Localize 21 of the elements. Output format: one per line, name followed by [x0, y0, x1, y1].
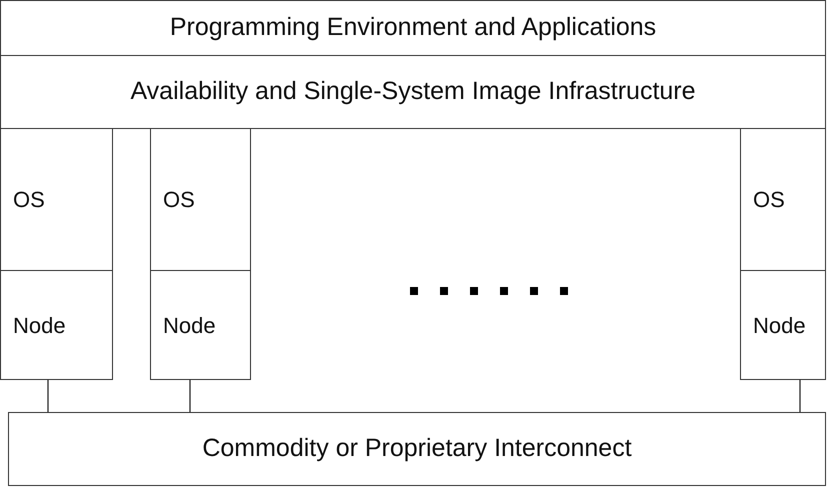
os-box — [740, 128, 826, 271]
box-label: OS — [753, 186, 785, 214]
os-box — [150, 128, 251, 271]
box-label: Availability and Single-System Image Infrastructure — [130, 76, 696, 108]
box-label: Commodity or Proprietary Interconnect — [202, 433, 632, 464]
box-label: Node — [753, 312, 806, 340]
box-label: Node — [163, 312, 216, 340]
node-box — [150, 270, 251, 380]
box-label: OS — [13, 186, 45, 214]
box-label: Programming Environment and Applications — [170, 12, 656, 44]
box-label: Node — [13, 312, 66, 340]
connector-line — [799, 380, 801, 412]
connector-line — [47, 380, 49, 412]
layer-box — [0, 0, 826, 56]
box-label: OS — [163, 186, 195, 214]
node-box — [740, 270, 826, 380]
interconnect-box — [8, 412, 826, 486]
layer-box — [0, 55, 826, 129]
os-box — [0, 128, 113, 271]
connector-line — [189, 380, 191, 412]
node-box — [0, 270, 113, 380]
